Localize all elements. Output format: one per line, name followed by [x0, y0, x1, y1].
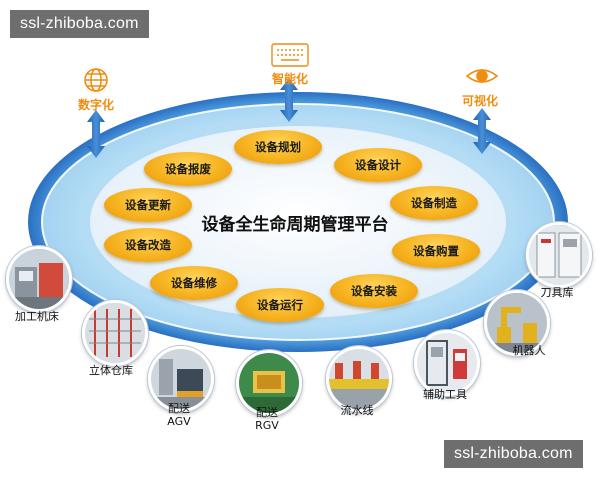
eye-icon [465, 69, 499, 83]
center-title: 设备全生命周期管理平台 [201, 215, 389, 235]
equipment-label: 加工机床 [15, 310, 59, 323]
equipment-label: 刀具库 [540, 286, 574, 299]
equipment-label: 立体仓库 [89, 364, 133, 377]
stage-update: 设备更新 [104, 188, 192, 222]
globe-icon [84, 68, 108, 92]
stage-manufacturing: 设备制造 [390, 186, 478, 220]
stage-design: 设备设计 [334, 148, 422, 182]
rgv-photo [236, 350, 302, 416]
label-intelligent: 智能化 [271, 72, 308, 86]
equipment-label: 流水线 [340, 404, 374, 417]
arrow-visual [473, 108, 491, 154]
arrow-digital [87, 110, 105, 158]
equipment-label: 机器人 [512, 344, 546, 357]
watermark-top: ssl-zhiboba.com [10, 10, 149, 38]
equipment-label: 辅助工具 [423, 388, 467, 401]
warehouse-photo [82, 300, 148, 366]
watermark-bottom: ssl-zhiboba.com [444, 440, 583, 468]
stage-scrap: 设备报废 [144, 152, 232, 186]
agv-photo [148, 346, 214, 412]
label-visual: 可视化 [461, 94, 498, 108]
label-digital: 数字化 [77, 98, 114, 112]
stage-retrofit: 设备改造 [104, 228, 192, 262]
auxiliary-tools-photo [414, 330, 480, 396]
machine-tool-photo [6, 246, 72, 312]
keyboard-icon [271, 43, 309, 67]
arrow-intelligent [280, 78, 298, 122]
stage-operation: 设备运行 [236, 288, 324, 322]
tool-magazine-photo [526, 222, 592, 288]
assembly-line-photo [326, 346, 392, 412]
stage-planning: 设备规划 [234, 130, 322, 164]
stage-maintenance: 设备维修 [150, 266, 238, 300]
robot-photo [484, 290, 550, 356]
stage-purchase: 设备购置 [392, 234, 480, 268]
stage-installation: 设备安装 [330, 274, 418, 308]
